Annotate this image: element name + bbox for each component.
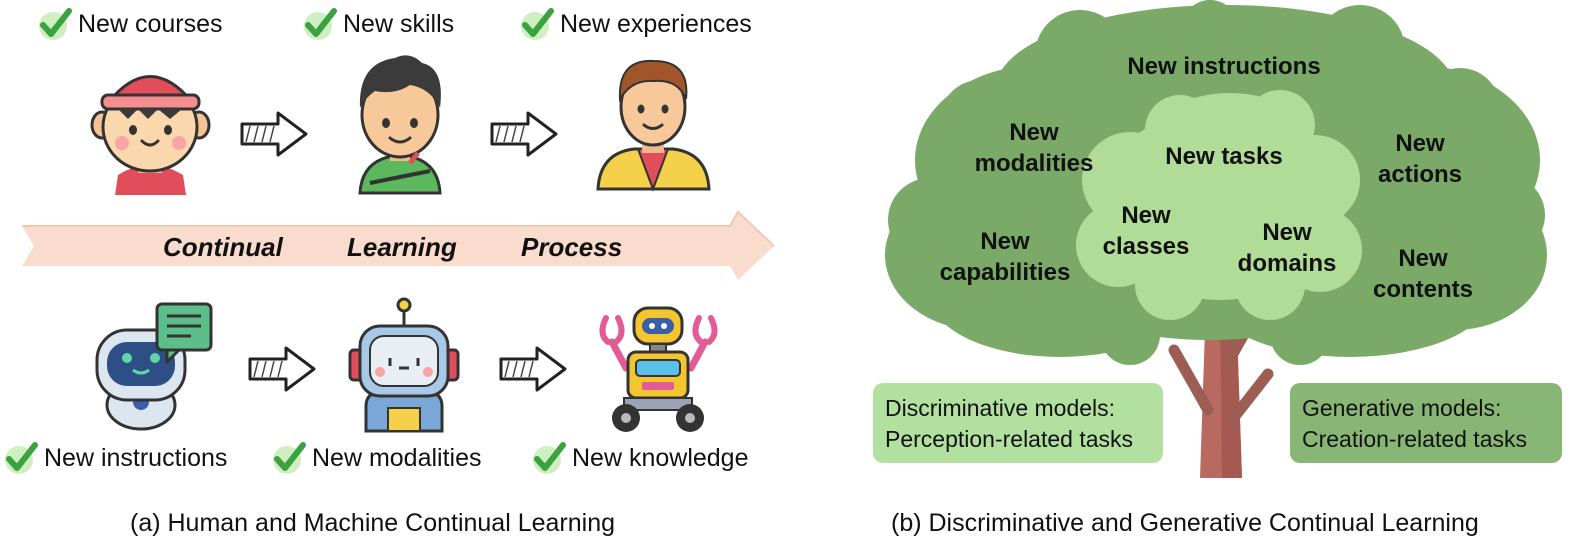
tree-label-new-tasks: New tasks bbox=[1165, 143, 1283, 170]
label-text: New courses bbox=[78, 9, 223, 38]
checkmark-icon bbox=[5, 442, 38, 474]
label-new-skills: New skills bbox=[303, 7, 454, 41]
caption-panel-a: (a) Human and Machine Continual Learning bbox=[130, 509, 616, 537]
chatbot-icon bbox=[95, 302, 213, 431]
label-new-modalities: New modalities bbox=[272, 441, 482, 475]
label-new-experiences: New experiences bbox=[520, 7, 752, 41]
process-word-continual: Continual bbox=[163, 232, 283, 262]
teen-student-icon bbox=[358, 55, 442, 195]
process-word-learning: Learning bbox=[347, 232, 457, 262]
tree-label-new-instructions: New instructions bbox=[1127, 53, 1321, 80]
robot-wheels-icon bbox=[599, 306, 718, 432]
label-text: New experiences bbox=[560, 9, 752, 38]
caption-panel-b: (b) Discriminative and Generative Contin… bbox=[891, 509, 1479, 537]
checkmark-icon bbox=[533, 442, 566, 474]
right-arrow-icon bbox=[248, 346, 316, 392]
adult-man-icon bbox=[596, 59, 711, 192]
label-new-instructions: New instructions bbox=[4, 441, 227, 475]
right-arrow-icon bbox=[490, 111, 558, 157]
robot-head-icon bbox=[348, 297, 460, 433]
checkmark-icon bbox=[273, 442, 306, 474]
checkmark-icon bbox=[304, 8, 337, 40]
label-new-courses: New courses bbox=[38, 7, 223, 41]
process-arrow-band bbox=[22, 210, 775, 280]
tree-label-new-domains: New domains bbox=[1237, 219, 1337, 277]
tree-label-new-contents: New contents bbox=[1372, 245, 1474, 303]
right-arrow-icon bbox=[240, 111, 308, 157]
label-text: New modalities bbox=[312, 443, 482, 472]
label-text: New knowledge bbox=[572, 443, 749, 472]
checkmark-icon bbox=[39, 8, 72, 40]
tree-label-new-capabilities: New capabilities bbox=[939, 228, 1071, 286]
checkmark-icon bbox=[521, 8, 554, 40]
tree-label-new-actions: New actions bbox=[1377, 130, 1463, 188]
tree-label-new-modalities: New modalities bbox=[974, 119, 1094, 177]
tree-trunk bbox=[1168, 300, 1274, 478]
label-new-knowledge: New knowledge bbox=[532, 441, 749, 475]
generative-models-box: Generative models: Creation-related task… bbox=[1290, 383, 1562, 463]
child-cap-icon bbox=[90, 75, 211, 195]
label-text: New instructions bbox=[44, 443, 228, 472]
process-word-process: Process bbox=[521, 232, 623, 262]
label-text: New skills bbox=[343, 9, 455, 38]
inner-canopy bbox=[1076, 90, 1362, 320]
tree-label-new-classes: New classes bbox=[1102, 202, 1190, 260]
discriminative-models-box: Discriminative models: Perception-relate… bbox=[873, 383, 1163, 463]
right-arrow-icon bbox=[499, 346, 567, 392]
